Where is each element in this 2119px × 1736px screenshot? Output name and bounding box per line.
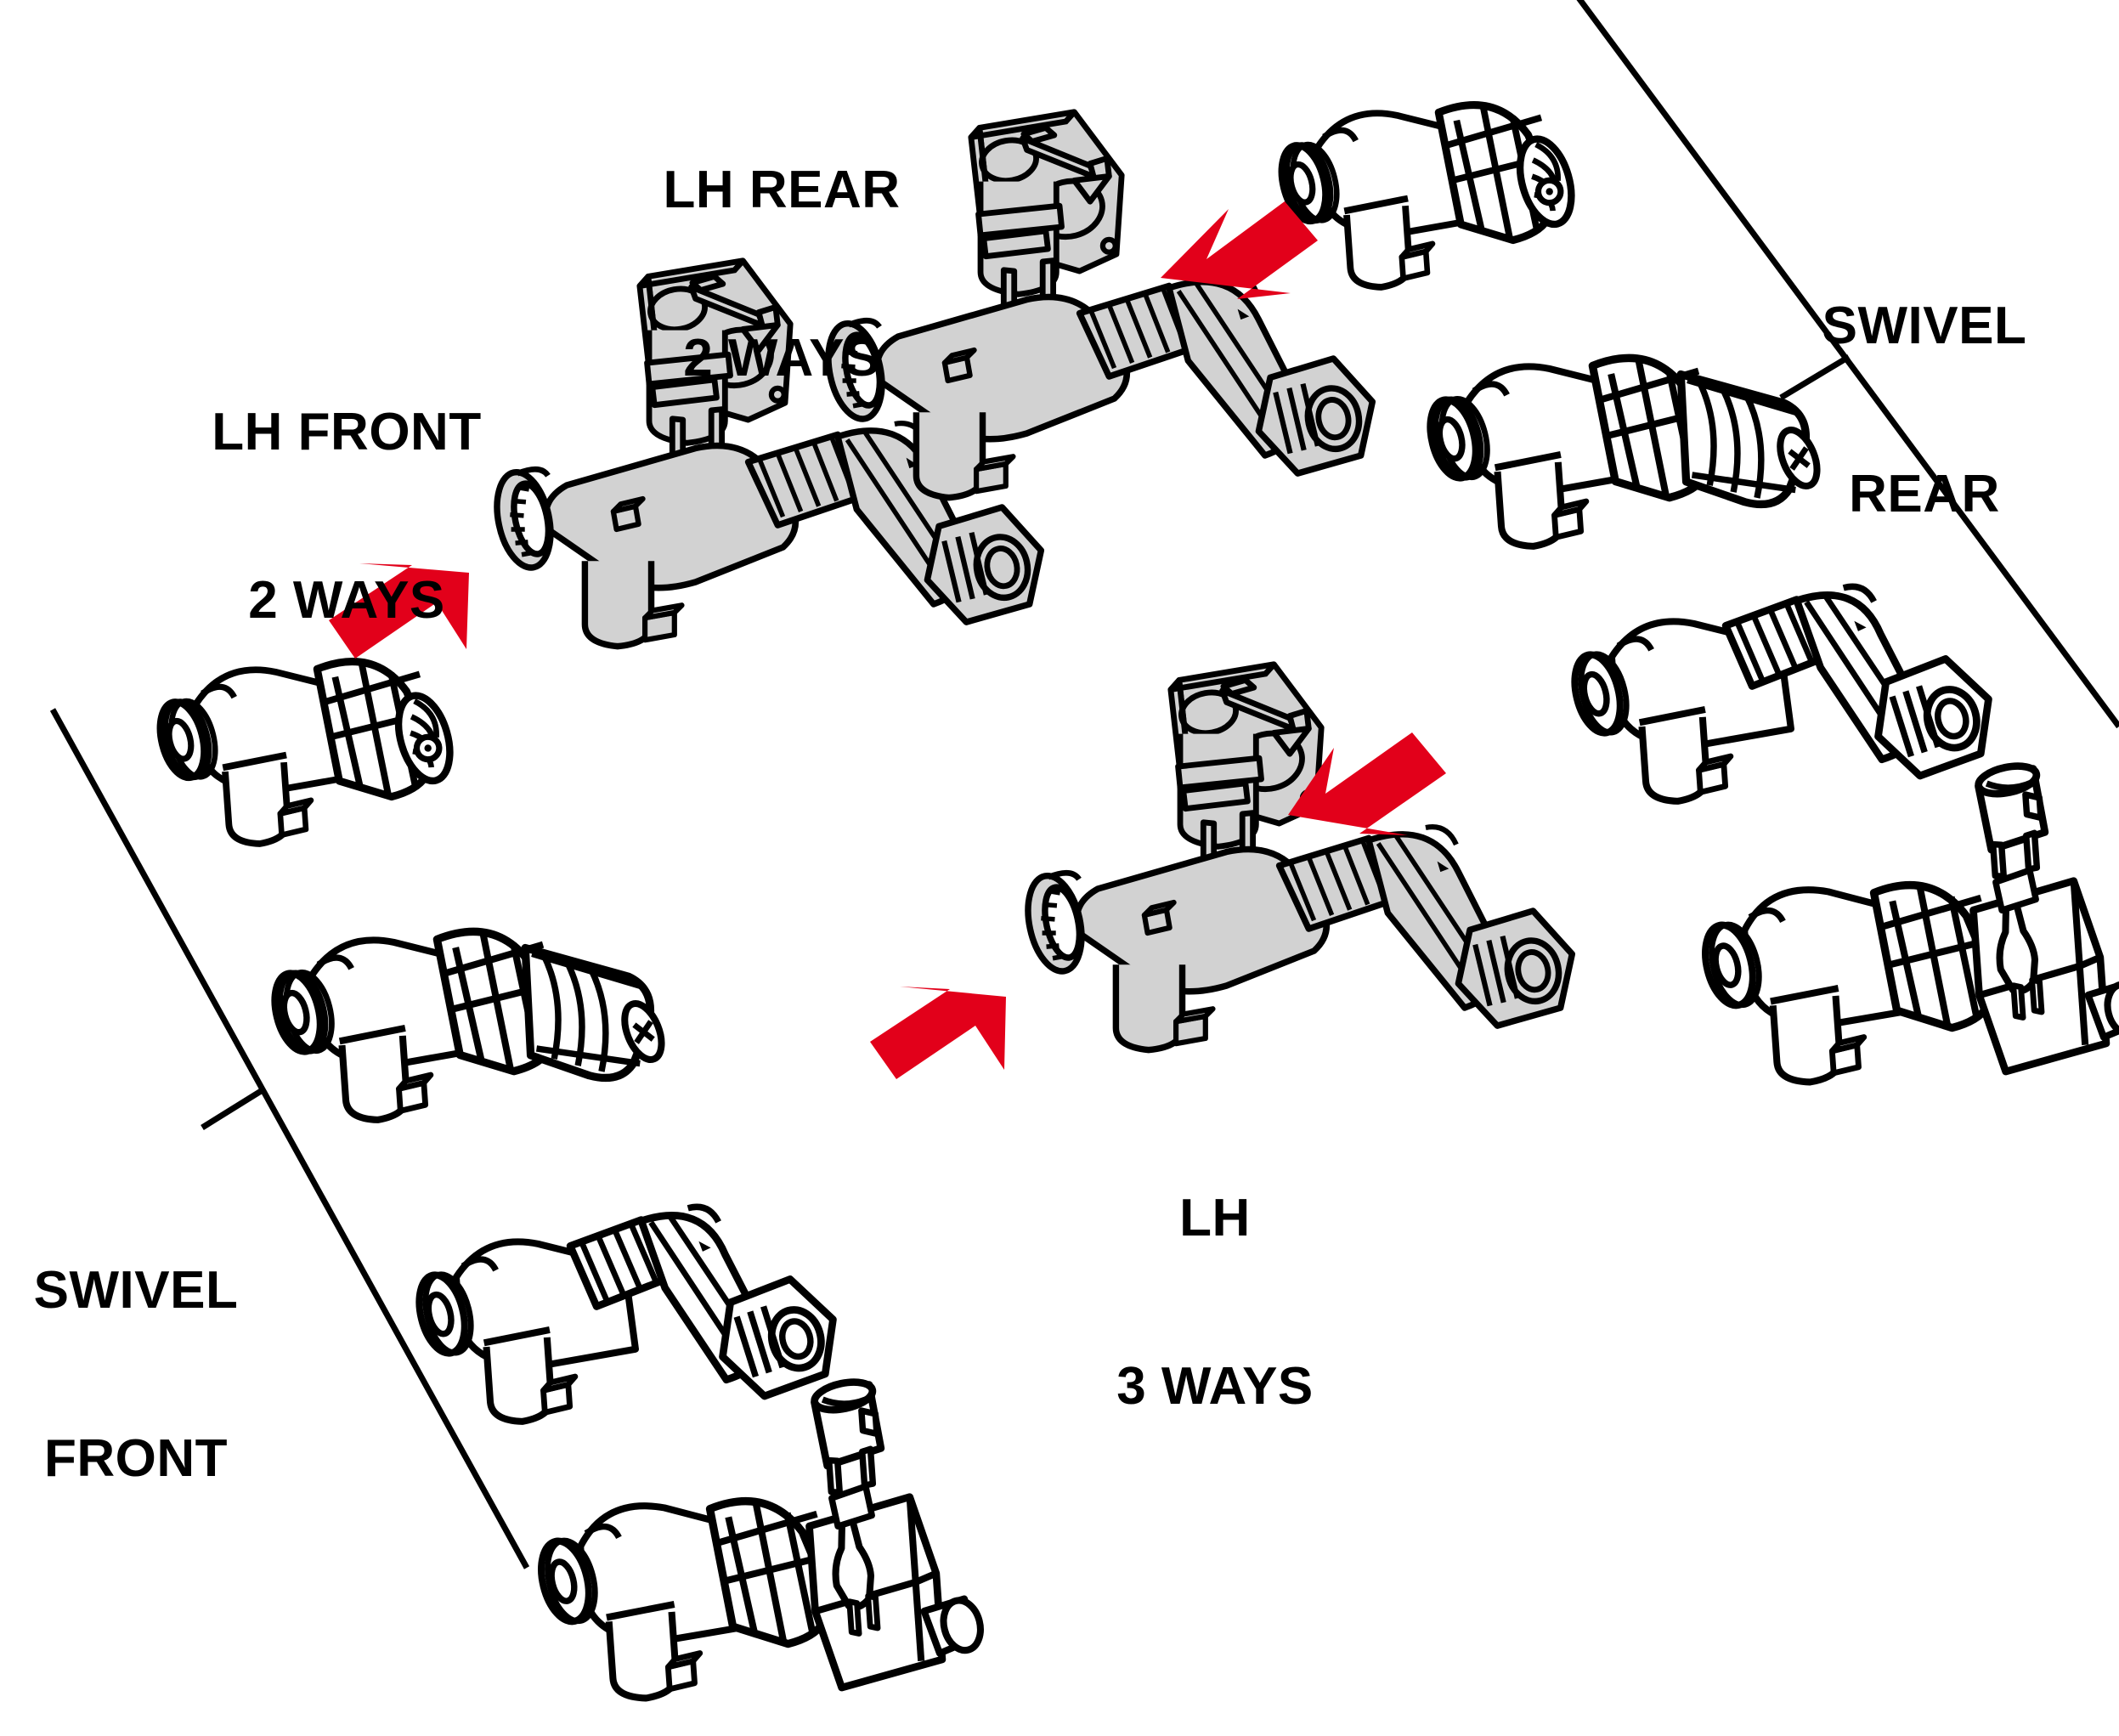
arrow-lh-rear — [1161, 201, 1318, 299]
divider-front — [49, 708, 530, 1569]
leader-swivel-rear — [1779, 353, 1851, 401]
part-swivel-front-solenoid — [523, 1371, 987, 1708]
label-line-2: 2 WAYS — [683, 328, 880, 387]
label-line-1: LH — [1179, 1189, 1251, 1248]
label-line-1: SWIVEL — [33, 1261, 239, 1320]
label-lh-front-2-ways: LH FRONT 2 WAYS — [194, 293, 500, 740]
arrow-lh-front — [329, 563, 469, 659]
arrow-lh3-lower — [870, 987, 1006, 1079]
label-line-1: LH FRONT — [212, 403, 482, 462]
label-line-2: 2 WAYS — [248, 570, 445, 630]
label-line-2: REAR — [1849, 464, 2000, 523]
label-line-1: LH REAR — [663, 161, 901, 220]
label-swivel-front: SWIVEL FRONT — [21, 1151, 251, 1598]
part-swivel-front-connector-b — [265, 919, 672, 1127]
label-line-2: FRONT — [43, 1428, 229, 1488]
label-line-1: SWIVEL — [1822, 297, 2027, 356]
part-lh-3-ways-valve — [1020, 664, 1573, 1050]
label-lh-3-ways: LH 3 WAYS — [1105, 1079, 1325, 1526]
leader-swivel-front — [201, 1086, 267, 1130]
divider-rear — [1576, 0, 2119, 729]
part-swivel-rear-connector-a — [1272, 98, 1584, 294]
arrow-lh3-upper — [1288, 732, 1446, 835]
label-line-2: 3 WAYS — [1116, 1356, 1314, 1416]
label-swivel-rear: SWIVEL REAR — [1810, 187, 2039, 634]
part-swivel-rear-solenoid — [1687, 755, 2119, 1092]
label-lh-rear-2-ways: LH REAR 2 WAYS — [637, 51, 926, 498]
part-swivel-rear-connector-b — [1421, 345, 1828, 553]
part-swivel-front-connector-c — [408, 1198, 839, 1428]
